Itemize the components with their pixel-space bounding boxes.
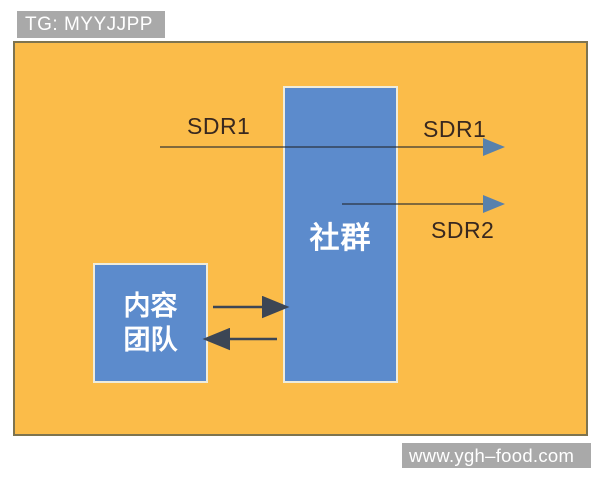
website-watermark-badge: www.ygh–food.com bbox=[402, 443, 591, 468]
telegram-watermark-badge: TG: MYYJJPP bbox=[17, 11, 165, 38]
community-box: 社群 bbox=[283, 86, 398, 383]
sdr1-left-label: SDR1 bbox=[187, 113, 251, 139]
community-box-label: 社群 bbox=[309, 221, 372, 255]
diagram-canvas: 社群 内容 团队 SDR1 SDR1 SDR2 bbox=[13, 41, 588, 436]
website-watermark-text: www.ygh–food.com bbox=[409, 444, 575, 466]
content-team-box-label: 内容 团队 bbox=[123, 291, 178, 355]
sdr2-label: SDR2 bbox=[431, 217, 495, 243]
sdr1-right-label: SDR1 bbox=[423, 116, 487, 142]
telegram-watermark-text: TG: MYYJJPP bbox=[25, 13, 153, 35]
content-team-box: 内容 团队 bbox=[93, 263, 208, 383]
